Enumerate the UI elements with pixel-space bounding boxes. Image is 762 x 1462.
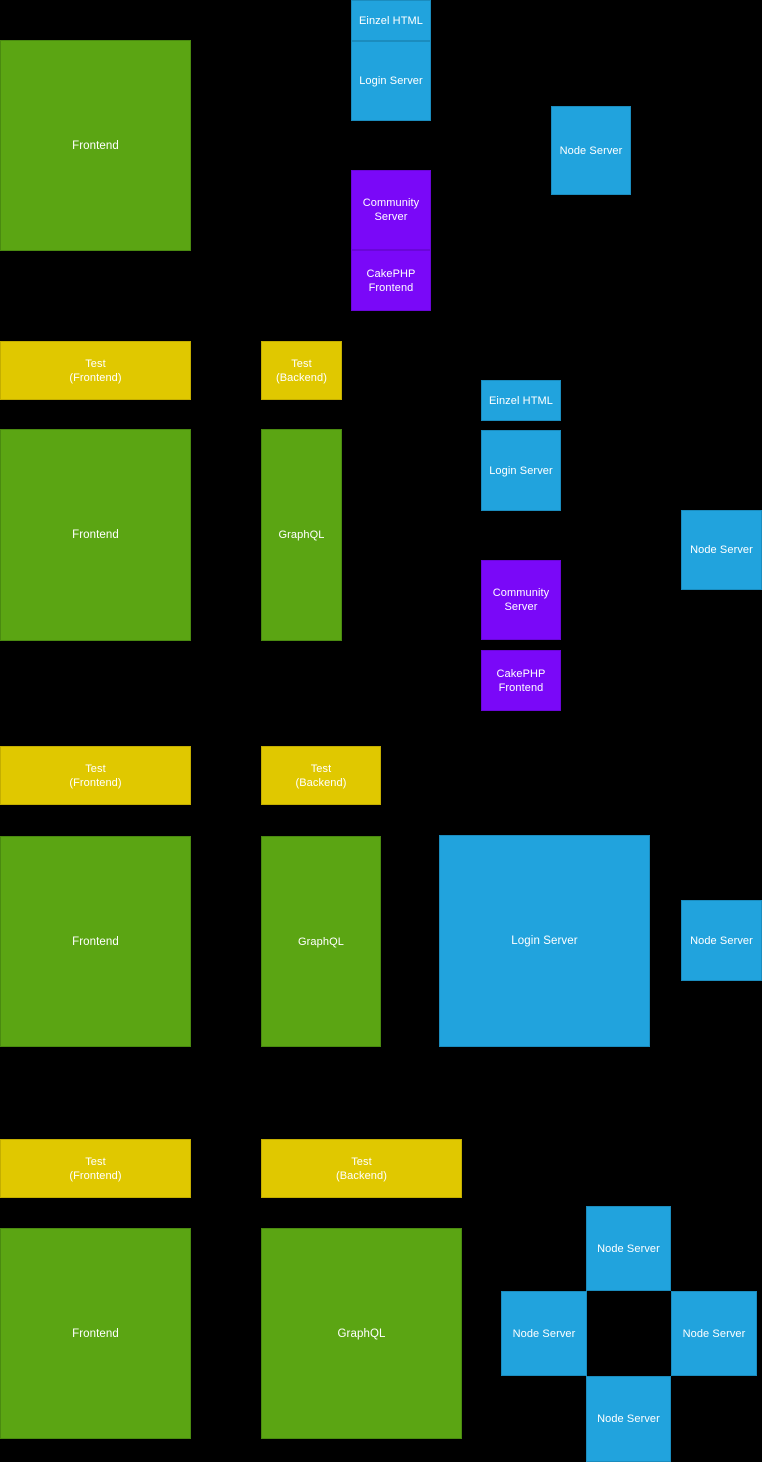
- block-label: Node Server: [597, 1242, 660, 1255]
- block-node-server-r4-26[interactable]: Node Server: [501, 1291, 587, 1376]
- block-test-backend-r2-7[interactable]: Test (Backend): [261, 341, 342, 400]
- block-login-server-r2-11[interactable]: Login Server: [481, 430, 561, 511]
- block-test-frontend-r3-15[interactable]: Test (Frontend): [0, 746, 191, 805]
- block-frontend-r4-23[interactable]: Frontend: [0, 1228, 191, 1439]
- block-label: CakePHP Frontend: [366, 267, 416, 294]
- block-label: Node Server: [559, 144, 623, 157]
- block-label: Login Server: [359, 75, 423, 87]
- block-label: Test (Frontend): [69, 1155, 122, 1182]
- block-label: Node Server: [597, 1413, 660, 1425]
- block-label: Frontend: [72, 1327, 119, 1340]
- block-test-backend-r3-16[interactable]: Test (Backend): [261, 746, 381, 805]
- block-label: Test (Backend): [275, 357, 328, 384]
- block-login-server-r3-19[interactable]: Login Server: [439, 835, 650, 1047]
- block-cakephp-frontend-r2-13[interactable]: CakePHP Frontend: [481, 650, 561, 711]
- block-test-backend-r4-22[interactable]: Test (Backend): [261, 1139, 462, 1198]
- block-label: Frontend: [72, 139, 119, 152]
- block-label: Community Server: [362, 197, 420, 223]
- block-test-frontend-r2-6[interactable]: Test (Frontend): [0, 341, 191, 400]
- block-label: Test (Frontend): [69, 762, 122, 789]
- block-einzel-html-r1-1[interactable]: Einzel HTML: [351, 0, 431, 41]
- block-node-server-r4-25[interactable]: Node Server: [586, 1206, 671, 1291]
- block-test-frontend-r4-21[interactable]: Test (Frontend): [0, 1139, 191, 1198]
- block-label: Login Server: [489, 464, 553, 477]
- block-label: Test (Frontend): [69, 357, 122, 384]
- block-label: GraphQL: [278, 529, 325, 541]
- block-label: Test (Backend): [335, 1155, 388, 1182]
- block-graphql-r3-18[interactable]: GraphQL: [261, 836, 381, 1047]
- block-cakephp-frontend-r1-4[interactable]: CakePHP Frontend: [351, 250, 431, 311]
- block-graphql-r4-24[interactable]: GraphQL: [261, 1228, 462, 1439]
- block-label: Einzel HTML: [358, 14, 424, 27]
- block-label: Frontend: [72, 529, 119, 541]
- block-label: Community Server: [492, 587, 550, 613]
- block-label: Node Server: [690, 544, 753, 556]
- block-label: Login Server: [511, 935, 578, 947]
- block-node-server-r3-20[interactable]: Node Server: [681, 900, 762, 981]
- block-label: Frontend: [72, 935, 119, 948]
- block-graphql-r2-9[interactable]: GraphQL: [261, 429, 342, 641]
- block-frontend-r2-8[interactable]: Frontend: [0, 429, 191, 641]
- block-node-server-r1-5[interactable]: Node Server: [551, 106, 631, 195]
- block-label: GraphQL: [337, 1327, 386, 1340]
- block-label: Einzel HTML: [488, 394, 554, 407]
- block-node-server-r4-27[interactable]: Node Server: [671, 1291, 757, 1376]
- block-label: GraphQL: [298, 935, 344, 948]
- block-frontend-r3-17[interactable]: Frontend: [0, 836, 191, 1047]
- block-frontend-r1-0[interactable]: Frontend: [0, 40, 191, 251]
- block-community-server-r2-12[interactable]: Community Server: [481, 560, 561, 640]
- block-einzel-html-r2-10[interactable]: Einzel HTML: [481, 380, 561, 421]
- block-label: Node Server: [690, 934, 753, 947]
- block-label: Test (Backend): [295, 762, 347, 789]
- block-login-server-r1-2[interactable]: Login Server: [351, 41, 431, 121]
- block-node-server-r4-28[interactable]: Node Server: [586, 1376, 671, 1462]
- block-community-server-r1-3[interactable]: Community Server: [351, 170, 431, 250]
- block-label: CakePHP Frontend: [496, 667, 546, 694]
- block-label: Node Server: [682, 1327, 746, 1340]
- block-node-server-r2-14[interactable]: Node Server: [681, 510, 762, 590]
- block-label: Node Server: [512, 1327, 576, 1340]
